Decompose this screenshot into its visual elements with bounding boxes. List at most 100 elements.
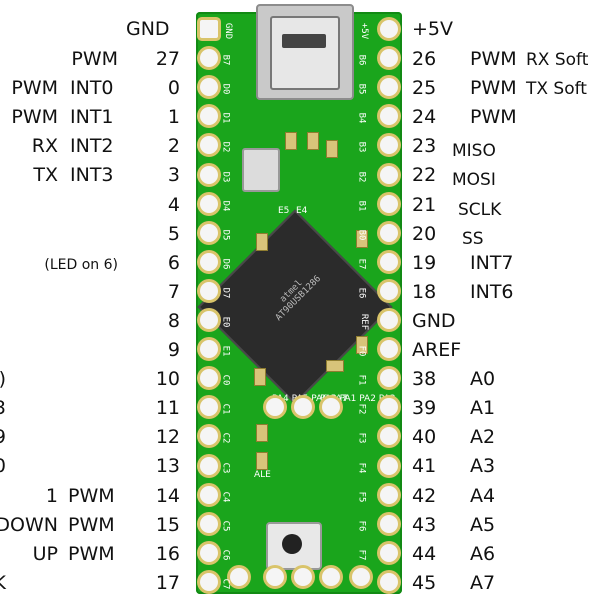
reset-button-cap xyxy=(282,534,302,554)
silk-pin-right: B1 xyxy=(356,200,367,212)
pin-number-right: 38 xyxy=(412,368,437,391)
smd-component xyxy=(356,230,368,248)
silk-pa-right: PA0 PA1 PA2 PA3 xyxy=(320,394,396,404)
pin-number-left: 4 xyxy=(167,193,180,216)
top-right-5v-label: +5V xyxy=(412,18,454,40)
silk-pin-right: F1 xyxy=(356,374,367,386)
silk-pin-right: B0 xyxy=(356,229,367,241)
silk-pin-right: REF xyxy=(359,313,370,331)
pin-function-left: TX xyxy=(33,164,58,187)
pin-pad-right xyxy=(380,223,398,242)
pin-pad-right xyxy=(380,252,398,271)
pin-function-left: DOWN xyxy=(0,513,58,536)
inner-pad xyxy=(266,568,284,586)
pin-function-left: (LED on 6) xyxy=(44,256,118,273)
pin-function-right: A2 xyxy=(470,426,496,449)
pin-number-right: 18 xyxy=(412,280,437,303)
pin-number-left: 1 xyxy=(167,106,180,129)
pin-number-left: 5 xyxy=(167,222,180,245)
pin-pad-right xyxy=(380,49,398,68)
silk-e4: E4 xyxy=(296,206,308,216)
silk-pin-right: F0 xyxy=(356,345,367,357)
pin-number-left: 7 xyxy=(167,280,180,303)
pin-number-left: 10 xyxy=(155,368,180,391)
silk-pin-left: C6 xyxy=(220,549,231,561)
pin-pad-right xyxy=(380,194,398,213)
pin-pad-left xyxy=(200,136,218,155)
pin-function-right: MOSI xyxy=(452,170,496,191)
pin-pad-right xyxy=(380,311,398,329)
pin-function-right: SS xyxy=(462,228,484,249)
pin-number-right: GND xyxy=(412,309,456,332)
silk-pin-left: D3 xyxy=(220,171,231,182)
pin-number-left: 15 xyxy=(155,513,180,536)
pin-function-right: PWM xyxy=(470,106,517,129)
pin-pad-right xyxy=(380,78,398,97)
silk-pin-left: B7 xyxy=(220,54,231,66)
silk-pin-left: D2 xyxy=(220,141,231,153)
pin-pad-left xyxy=(200,281,218,300)
pin-number-left: 6 xyxy=(167,251,180,274)
pin-number-left: 3 xyxy=(167,164,180,187)
pin-pad-right xyxy=(380,427,398,446)
pin-number-right: 23 xyxy=(412,135,437,158)
pin-pad-right xyxy=(380,456,398,475)
smd-component xyxy=(285,132,297,150)
pin-pad-right xyxy=(380,340,398,359)
pin-number-left: 0 xyxy=(167,77,180,100)
silk-pin-left: C2 xyxy=(220,432,231,444)
pin-function-left-2: INT2 xyxy=(70,135,114,158)
reset-button[interactable] xyxy=(266,522,322,570)
pin-number-right: 42 xyxy=(412,484,437,507)
pin-function-left: PWM xyxy=(11,77,58,100)
smd-component xyxy=(256,452,268,470)
silk-pin-left: C4 xyxy=(220,491,231,503)
pin-number-left: 27 xyxy=(155,48,180,70)
inner-pad xyxy=(322,568,340,586)
silk-pin-right: B6 xyxy=(356,54,367,66)
pin-pad-left xyxy=(200,572,218,591)
silk-pin-right: F7 xyxy=(356,549,367,561)
pin-number-left: 16 xyxy=(155,542,180,565)
pin-pad-right xyxy=(380,165,398,184)
pin-function-left-2: PWM xyxy=(68,513,115,536)
pin-function-left: OK xyxy=(0,572,6,594)
pin-number-right: 20 xyxy=(412,222,437,245)
pin-function-left-2: INT1 xyxy=(70,106,114,129)
inner-pad xyxy=(322,398,340,416)
pin-number-right: 21 xyxy=(412,193,437,216)
pin-number-left: 13 xyxy=(155,455,180,478)
pin-pad-left xyxy=(200,194,218,213)
silk-pin-left: C0 xyxy=(220,374,231,386)
pin-pad-left xyxy=(200,427,218,446)
pin-function-left: PWM xyxy=(11,106,58,129)
pin-pad-left xyxy=(200,543,218,562)
silk-pin-left: D0 xyxy=(220,83,231,95)
pin-pad-right xyxy=(380,514,398,533)
pin-function-right: PWM xyxy=(470,48,517,70)
silk-pin-left: C5 xyxy=(220,520,231,532)
pin-number-right: 25 xyxy=(412,77,437,100)
silk-ale: ALE xyxy=(254,470,271,480)
silk-pin-left: D6 xyxy=(220,258,231,270)
pin-function-right: INT7 xyxy=(470,251,514,274)
pin-pad-right xyxy=(380,572,398,591)
pin-function-right: A5 xyxy=(470,513,496,536)
pin-pad-left xyxy=(200,398,218,417)
pin-pad-left xyxy=(200,49,218,68)
pin-function-left-2: PWM xyxy=(68,542,115,565)
pin-number-right: 41 xyxy=(412,455,437,478)
silk-pin-left: E1 xyxy=(220,345,231,357)
pin-pad-right xyxy=(380,281,398,300)
pin-function-right: SCLK xyxy=(458,199,502,220)
pin-number-left: 12 xyxy=(155,426,180,449)
pin-pad-left xyxy=(200,78,218,97)
pin-number-right: 19 xyxy=(412,251,437,274)
inner-pad xyxy=(230,568,248,586)
pin-number-right: 39 xyxy=(412,397,437,420)
smd-component xyxy=(326,140,338,158)
inner-pad xyxy=(266,398,284,416)
pin-pad-left xyxy=(200,369,218,388)
pin-pad-right xyxy=(380,485,398,504)
silk-pin-right: F6 xyxy=(356,520,367,532)
